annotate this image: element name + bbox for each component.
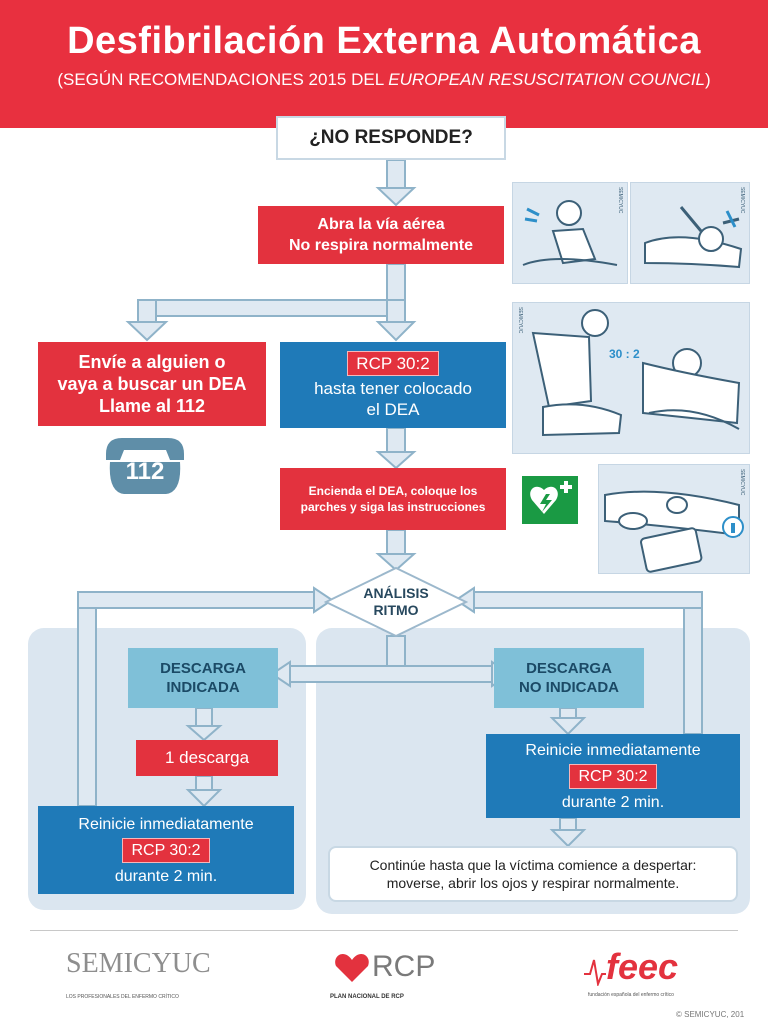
copyright: © SEMICYUC, 201: [676, 1010, 745, 1019]
rcp-tag: RCP 30:2: [347, 350, 439, 376]
arrow-shaft: [386, 263, 406, 301]
arrow-head: [375, 187, 417, 207]
header-banner: [0, 0, 768, 128]
illustration-cpr: 30 : 2 SEMICYUC: [512, 302, 750, 454]
arrow-head: [549, 717, 587, 736]
continue-box: Continúe hasta que la víctima comience a…: [328, 846, 738, 902]
subtitle-close: ): [705, 70, 711, 89]
arrow-head: [270, 660, 291, 688]
arrow-shaft: [386, 159, 406, 191]
shock-not-indicated-box: DESCARGA NO INDICADA: [494, 648, 644, 708]
no-responde-box: ¿NO RESPONDE?: [276, 116, 506, 160]
subtitle-council: EUROPEAN RESUSCITATION COUNCIL: [388, 70, 706, 89]
rcp-box: RCP 30:2 hasta tener colocado el DEA: [280, 342, 506, 428]
continue-line-1: Continúe hasta que la víctima comience a…: [369, 857, 697, 873]
arrow-shaft: [386, 635, 406, 667]
arrow-head: [454, 586, 475, 614]
rcp-line-2: el DEA: [366, 399, 420, 419]
restart-left-line: Reinicie inmediatamente: [78, 815, 254, 833]
phone-icon: 112: [100, 432, 190, 496]
loop-right-shaft: [683, 591, 703, 735]
dea-line-2: parches y siga las instrucciones: [300, 500, 486, 514]
loop-left-shaft: [77, 591, 97, 807]
loop-left-top: [77, 591, 319, 609]
restart-right-duration: durante 2 min.: [561, 793, 665, 811]
shock-ind-line-2: INDICADA: [166, 679, 240, 696]
arrow-head: [185, 725, 223, 742]
illustration-tag: SEMICYUC: [617, 187, 623, 214]
loop-right-top: [469, 591, 703, 609]
page-subtitle: (SEGÚN RECOMENDACIONES 2015 DEL EUROPEAN…: [0, 70, 768, 90]
arrow-head: [375, 321, 417, 342]
restart-right-tag: RCP 30:2: [569, 763, 657, 789]
dea-box: Encienda el DEA, coloque los parches y s…: [280, 468, 506, 530]
airway-line-2: No respira normalmente: [288, 237, 474, 254]
illustration-tag: SEMICYUC: [517, 307, 523, 334]
restart-right-line: Reinicie inmediatamente: [525, 741, 701, 759]
analysis-line-2: RITMO: [373, 602, 419, 618]
rcp-logo: RCP PLAN NACIONAL DE RCP: [330, 948, 450, 1008]
heart-icon: [335, 953, 369, 982]
dea-line-1: Encienda el DEA, coloque los: [308, 484, 478, 498]
arrow-head: [125, 321, 169, 342]
shock-no-line-2: NO INDICADA: [519, 679, 619, 696]
send-line-1: Envíe a alguien o: [78, 352, 226, 372]
subtitle-text: (SEGÚN RECOMENDACIONES 2015 DEL: [57, 70, 389, 89]
send-line-2: vaya a buscar un DEA: [57, 374, 247, 394]
restart-left-box: Reinicie inmediatamente RCP 30:2 durante…: [38, 806, 294, 894]
send-help-box: Envíe a alguien o vaya a buscar un DEA L…: [38, 342, 266, 426]
one-shock-label: 1 descarga: [164, 748, 250, 767]
continue-line-2: moverse, abrir los ojos y respirar norma…: [386, 875, 680, 891]
illustration-tag: SEMICYUC: [739, 469, 745, 496]
footer-divider: [30, 930, 738, 931]
one-shock-box: 1 descarga: [136, 740, 278, 776]
arrow-head: [185, 789, 223, 808]
feec-tagline: fundación española del enfermo crítico: [588, 992, 674, 998]
illustration-open-airway: SEMICYUC: [630, 182, 750, 284]
arrow-shaft: [386, 299, 406, 325]
arrow-head: [549, 829, 587, 848]
rcp-line-1: hasta tener colocado: [314, 378, 472, 398]
shock-no-line-1: DESCARGA: [526, 660, 612, 677]
cpr-ratio-label: 30 : 2: [609, 347, 640, 361]
page-title: Desfibrilación Externa Automática: [67, 20, 701, 62]
phone-number: 112: [125, 458, 165, 485]
semicyuc-tagline: LOS PROFESIONALES DEL ENFERMO CRÍTICO: [66, 994, 179, 1000]
airway-line-1: Abra la vía aérea: [317, 216, 445, 233]
rcp-logo-text: RCP: [372, 950, 436, 983]
arrow-shaft: [386, 427, 406, 455]
illustration-aed-pads: SEMICYUC: [598, 464, 750, 574]
illustration-check-response: SEMICYUC: [512, 182, 628, 284]
arrow-shaft: [137, 299, 157, 325]
no-responde-label: ¿NO RESPONDE?: [309, 127, 473, 148]
rcp-tagline: PLAN NACIONAL DE RCP: [330, 994, 404, 1000]
feec-logo-text: feec: [606, 946, 679, 987]
arrow-head: [313, 586, 334, 614]
shock-indicated-box: DESCARGA INDICADA: [128, 648, 278, 708]
restart-right-box: Reinicie inmediatamente RCP 30:2 durante…: [486, 734, 740, 818]
shock-ind-line-1: DESCARGA: [160, 660, 246, 677]
arrow-head: [375, 553, 417, 572]
arrow-head: [375, 451, 417, 470]
analysis-line-1: ANÁLISIS: [363, 585, 429, 601]
arrow-shaft: [386, 529, 406, 557]
send-line-3: Llame al 112: [98, 396, 206, 416]
restart-left-tag: RCP 30:2: [122, 837, 210, 863]
semicyuc-logo: SEMICYUC LOS PROFESIONALES DEL ENFERMO C…: [66, 948, 211, 1008]
aed-icon: [522, 476, 578, 524]
arrow-split-bar: [137, 299, 406, 317]
restart-left-duration: durante 2 min.: [114, 867, 218, 885]
semicyuc-logo-text: SEMICYUC: [66, 948, 211, 979]
illustration-tag: SEMICYUC: [739, 187, 745, 214]
analysis-label: ANÁLISIS RITMO: [324, 585, 468, 619]
arrow-split-bar: [285, 665, 497, 683]
feec-logo: feec fundación española del enfermo crít…: [584, 946, 714, 1006]
pulse-icon: [584, 959, 606, 986]
analysis-diamond: [324, 566, 468, 638]
airway-box: Abra la vía aérea No respira normalmente: [258, 206, 504, 264]
